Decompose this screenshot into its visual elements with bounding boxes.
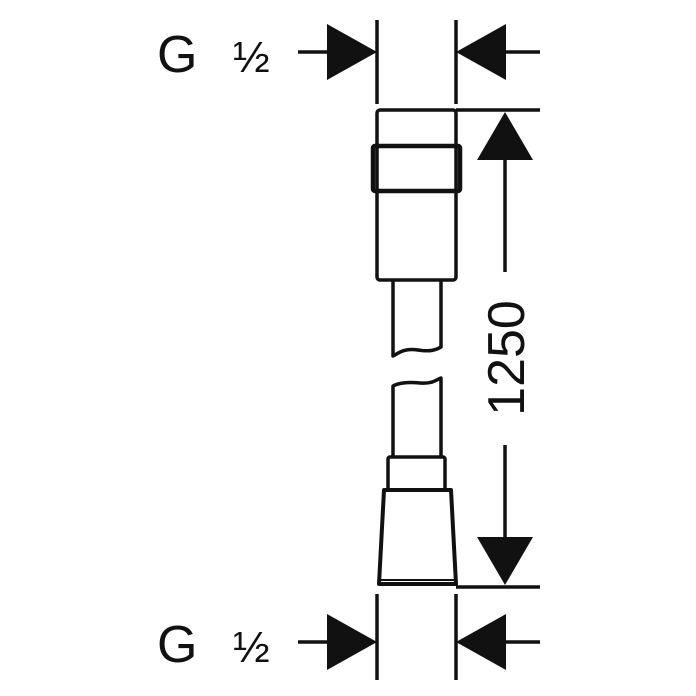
thread-size-bottom: ½ <box>233 623 270 672</box>
top-nut <box>375 108 458 282</box>
arrowhead-bottom-left <box>327 614 377 670</box>
thread-size-top: ½ <box>233 33 270 82</box>
length-label: 1250 <box>478 300 536 416</box>
arrowhead-length-bottom <box>477 537 533 585</box>
arrowhead-top-right <box>456 24 506 80</box>
thread-label-top: G <box>157 26 197 84</box>
thread-label-bottom: G <box>157 616 197 674</box>
arrowhead-top-left <box>327 24 377 80</box>
arrowhead-bottom-right <box>456 614 506 670</box>
lower-cone <box>377 488 458 586</box>
top-collar <box>370 143 463 194</box>
arrowhead-length-top <box>477 112 533 160</box>
lower-hose-segment <box>391 376 443 457</box>
lower-collar <box>386 455 447 492</box>
upper-hose-segment <box>391 280 443 358</box>
